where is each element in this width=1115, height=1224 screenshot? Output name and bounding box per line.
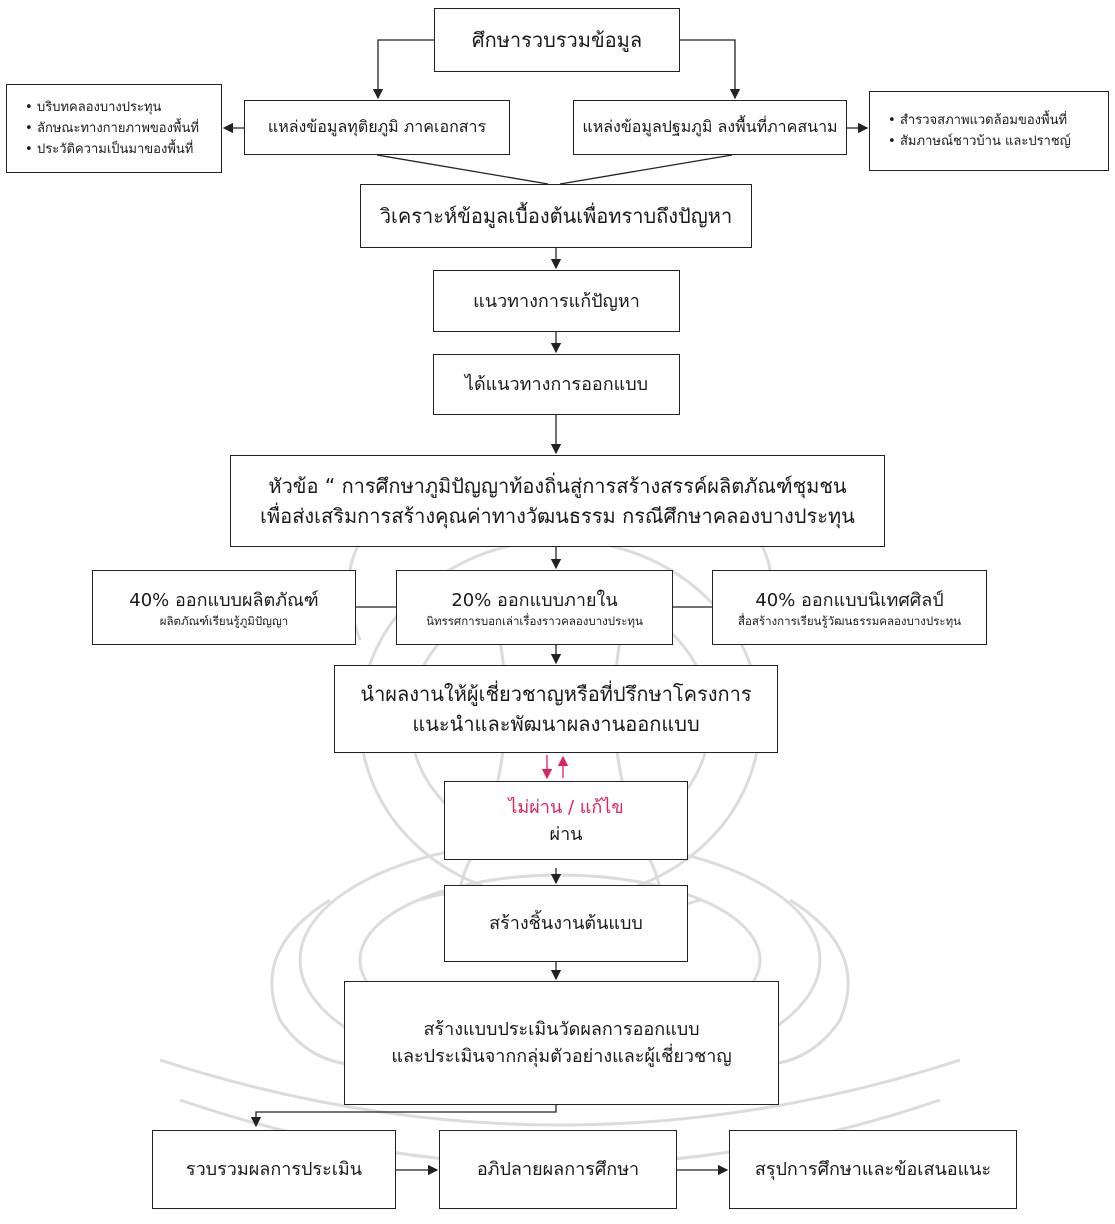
topic-line-1: หัวข้อ “ การศึกษาภูมิปัญญาท้องถิ่นสู่การ… bbox=[268, 474, 847, 498]
communication-design-box: 40% ออกแบบนิเทศศิลป์ สื่อสร้างการเรียนรู… bbox=[712, 570, 987, 645]
fail-revise-label: ไม่ผ่าน / แก้ไข bbox=[508, 796, 624, 818]
interior-design-title: 20% ออกแบบภายใน bbox=[451, 589, 618, 611]
topic-line-2: เพื่อส่งเสริมการสร้างคุณค่าทางวัฒนธรรม ก… bbox=[260, 504, 855, 528]
gather-evaluation-box: รวบรวมผลการประเมิน bbox=[152, 1130, 396, 1209]
interior-design-subtitle: นิทรรศการบอกเล่าเรื่องราวคลองบางประทุน bbox=[426, 613, 643, 628]
secondary-notes-box: บริบทคลองบางประทุน ลักษณะทางกายภาพของพื้… bbox=[6, 84, 222, 173]
right-note-item: สำรวจสภาพแวดล้อมของพื้นที่ bbox=[888, 110, 1108, 131]
evaluation-line-2: และประเมินจากกลุ่มตัวอย่างและผู้เชี่ยวชา… bbox=[391, 1046, 732, 1067]
solution-box: แนวทางการแก้ปัญหา bbox=[433, 270, 680, 332]
design-direction-label: ได้แนวทางการออกแบบ bbox=[464, 374, 649, 395]
expert-review-box: นำผลงานให้ผู้เชี่ยวชาญหรือที่ปรึกษาโครงก… bbox=[334, 665, 778, 753]
solution-label: แนวทางการแก้ปัญหา bbox=[473, 290, 640, 312]
primary-source-label: แหล่งข้อมูลปฐมภูมิ ลงพื้นที่ภาคสนาม bbox=[582, 117, 838, 137]
primary-source-box: แหล่งข้อมูลปฐมภูมิ ลงพื้นที่ภาคสนาม bbox=[573, 100, 847, 155]
communication-design-subtitle: สื่อสร้างการเรียนรู้วัฒนธรรมคลองบางประทุ… bbox=[737, 613, 962, 628]
topic-box: หัวข้อ “ การศึกษาภูมิปัญญาท้องถิ่นสู่การ… bbox=[230, 455, 885, 547]
pass-label: ผ่าน bbox=[549, 823, 583, 845]
collect-data-label: ศึกษารวบรวมข้อมูล bbox=[471, 28, 643, 52]
prototype-box: สร้างชิ้นงานต้นแบบ bbox=[444, 885, 688, 962]
collect-data-box: ศึกษารวบรวมข้อมูล bbox=[434, 8, 680, 72]
primary-notes-box: สำรวจสภาพแวดล้อมของพื้นที่ สัมภาษณ์ชาวบ้… bbox=[869, 91, 1109, 171]
product-design-box: 40% ออกแบบผลิตภัณฑ์ ผลิตภัณฑ์เรียนรู้ภูม… bbox=[92, 570, 356, 645]
conclusion-label: สรุปการศึกษาและข้อเสนอแนะ bbox=[754, 1159, 992, 1180]
communication-design-title: 40% ออกแบบนิเทศศิลป์ bbox=[755, 589, 944, 611]
secondary-source-label: แหล่งข้อมูลทุติยภูมิ ภาคเอกสาร bbox=[267, 117, 487, 137]
left-note-item: ประวัติความเป็นมาของพื้นที่ bbox=[25, 139, 221, 160]
conclusion-box: สรุปการศึกษาและข้อเสนอแนะ bbox=[729, 1130, 1017, 1209]
secondary-source-box: แหล่งข้อมูลทุติยภูมิ ภาคเอกสาร bbox=[244, 100, 510, 155]
analyze-label: วิเคราะห์ข้อมูลเบื้องต้นเพื่อทราบถึงปัญห… bbox=[379, 204, 733, 228]
prototype-label: สร้างชิ้นงานต้นแบบ bbox=[489, 913, 643, 934]
gather-evaluation-label: รวบรวมผลการประเมิน bbox=[185, 1159, 363, 1180]
product-design-title: 40% ออกแบบผลิตภัณฑ์ bbox=[129, 589, 319, 611]
left-note-item: ลักษณะทางกายภาพของพื้นที่ bbox=[25, 118, 221, 139]
right-note-item: สัมภาษณ์ชาวบ้าน และปราชญ์ bbox=[888, 131, 1108, 152]
interior-design-box: 20% ออกแบบภายใน นิทรรศการบอกเล่าเรื่องรา… bbox=[396, 570, 673, 645]
analyze-box: วิเคราะห์ข้อมูลเบื้องต้นเพื่อทราบถึงปัญห… bbox=[360, 184, 752, 248]
design-direction-box: ได้แนวทางการออกแบบ bbox=[433, 354, 680, 415]
product-design-subtitle: ผลิตภัณฑ์เรียนรู้ภูมิปัญญา bbox=[159, 613, 289, 628]
expert-review-line-2: แนะนำและพัฒนาผลงานออกแบบ bbox=[412, 712, 700, 736]
discussion-box: อภิปลายผลการศึกษา bbox=[439, 1130, 677, 1209]
discussion-label: อภิปลายผลการศึกษา bbox=[476, 1159, 640, 1180]
evaluation-box: สร้างแบบประเมินวัดผลการออกแบบ และประเมิน… bbox=[344, 981, 779, 1105]
evaluation-line-1: สร้างแบบประเมินวัดผลการออกแบบ bbox=[423, 1019, 700, 1040]
expert-review-line-1: นำผลงานให้ผู้เชี่ยวชาญหรือที่ปรึกษาโครงก… bbox=[360, 682, 752, 706]
review-result-box: ไม่ผ่าน / แก้ไข ผ่าน bbox=[444, 781, 688, 860]
left-note-item: บริบทคลองบางประทุน bbox=[25, 97, 221, 118]
